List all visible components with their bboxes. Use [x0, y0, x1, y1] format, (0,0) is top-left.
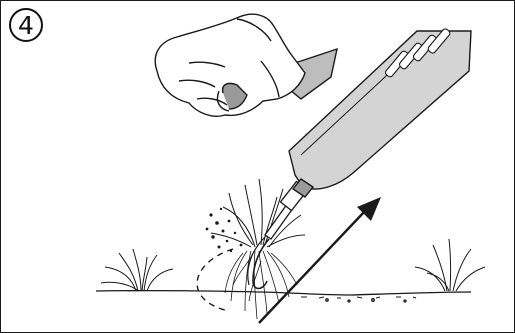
gloved-hand: [155, 14, 305, 116]
weeding-tool: [267, 28, 471, 197]
weed-roots: [225, 251, 297, 319]
direction-arrow-icon: [259, 197, 381, 323]
small-weed-left: [101, 249, 173, 291]
small-weed-right: [415, 239, 485, 291]
soil-crumbs: [206, 208, 243, 252]
